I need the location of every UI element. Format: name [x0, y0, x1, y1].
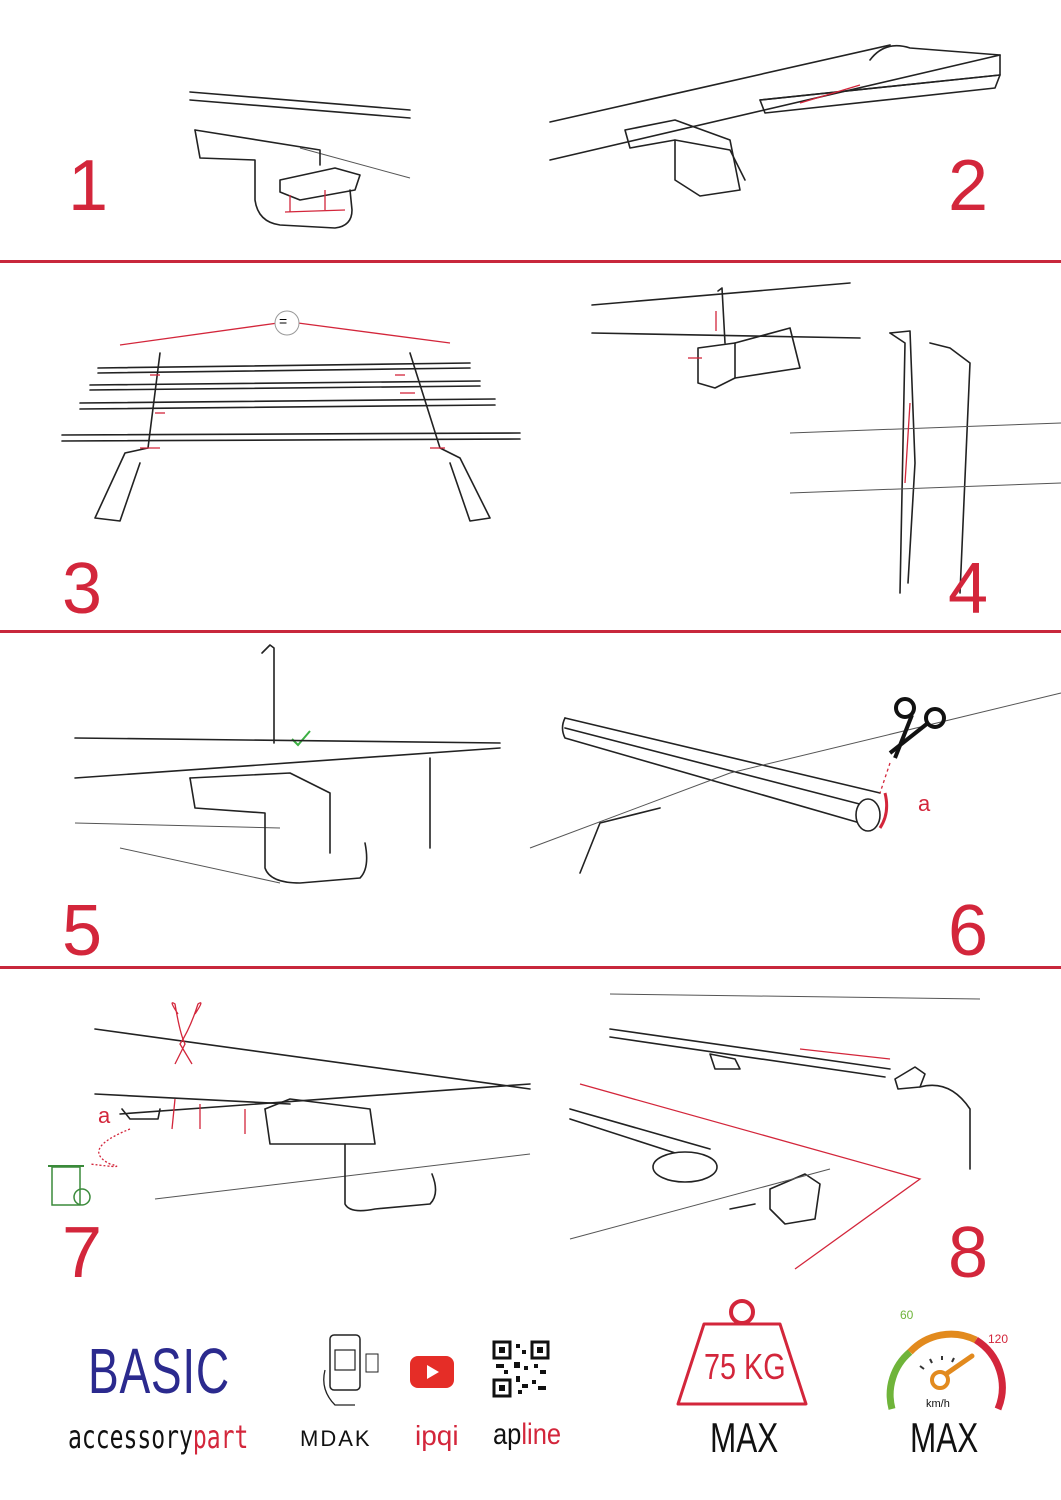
logo-apline-black: ap: [493, 1418, 522, 1451]
step-2-panel: 2: [530, 0, 1061, 260]
step-6-panel: a 6: [529, 633, 1061, 971]
youtube-icon: [410, 1356, 454, 1388]
part-label: a: [918, 791, 931, 816]
phone-scan-icon: [323, 1334, 379, 1406]
speed-caption: MAX: [910, 1414, 979, 1461]
step-4-illustration: [591, 282, 1061, 594]
step-1-illustration: [189, 91, 411, 229]
step-5-panel: 5: [0, 633, 530, 968]
step-5-illustration: [74, 644, 501, 884]
step-3-panel: = 3: [0, 263, 530, 630]
brand-subtitle: accessorypart: [68, 1418, 248, 1456]
step-3-illustration: [61, 310, 521, 522]
brand-title: BASIC: [88, 1335, 230, 1407]
step-7-panel: a 7: [0, 969, 531, 1293]
step-number: 5: [62, 891, 103, 971]
weight-icon: [676, 1299, 808, 1406]
scissors-icon: [888, 697, 946, 759]
checkmark-icon: [291, 730, 311, 747]
step-8-illustration: [569, 993, 981, 1270]
speed-tick-low: 60: [900, 1308, 914, 1322]
separator: [0, 966, 1061, 969]
step-number: 3: [62, 549, 103, 629]
weight-value: 75 KG: [704, 1346, 786, 1387]
speed-tick-high: 120: [988, 1332, 1009, 1346]
separator: [0, 630, 1061, 633]
step-number: 6: [948, 891, 989, 971]
step-7-illustration: [48, 1002, 531, 1212]
step-number: 7: [62, 1213, 103, 1293]
step-2-illustration: [549, 44, 1001, 197]
step-number: 1: [68, 146, 109, 226]
step-4-panel: 4: [530, 263, 1061, 630]
step-number: 2: [948, 146, 989, 226]
speed-unit: km/h: [926, 1398, 950, 1410]
recycle-bin-icon: [48, 1165, 91, 1206]
step-number: 4: [948, 549, 989, 629]
step-6-illustration: [529, 692, 1061, 874]
weight-caption: MAX: [710, 1414, 779, 1461]
equal-mark: =: [279, 313, 288, 329]
brand-sub-black: accessory: [68, 1418, 193, 1456]
scissors-icon: [171, 1002, 202, 1065]
step-number: 8: [948, 1213, 989, 1293]
logo-apline: apline: [493, 1418, 561, 1452]
speedometer-icon: [886, 1330, 1006, 1411]
step-8-panel: 8: [530, 969, 1061, 1289]
step-1-panel: 1: [0, 0, 530, 260]
separator: [0, 260, 1061, 263]
footer: BASIC accessorypart MDAK ipqi apline: [0, 1290, 1061, 1500]
brand-sub-red: part: [192, 1418, 249, 1456]
logo-ipqi: ipqi: [415, 1420, 459, 1451]
logo-apline-red: line: [521, 1418, 562, 1451]
qr-code-icon: [492, 1340, 550, 1398]
logo-mdak: MDAK: [300, 1426, 372, 1451]
part-label: a: [98, 1103, 111, 1128]
